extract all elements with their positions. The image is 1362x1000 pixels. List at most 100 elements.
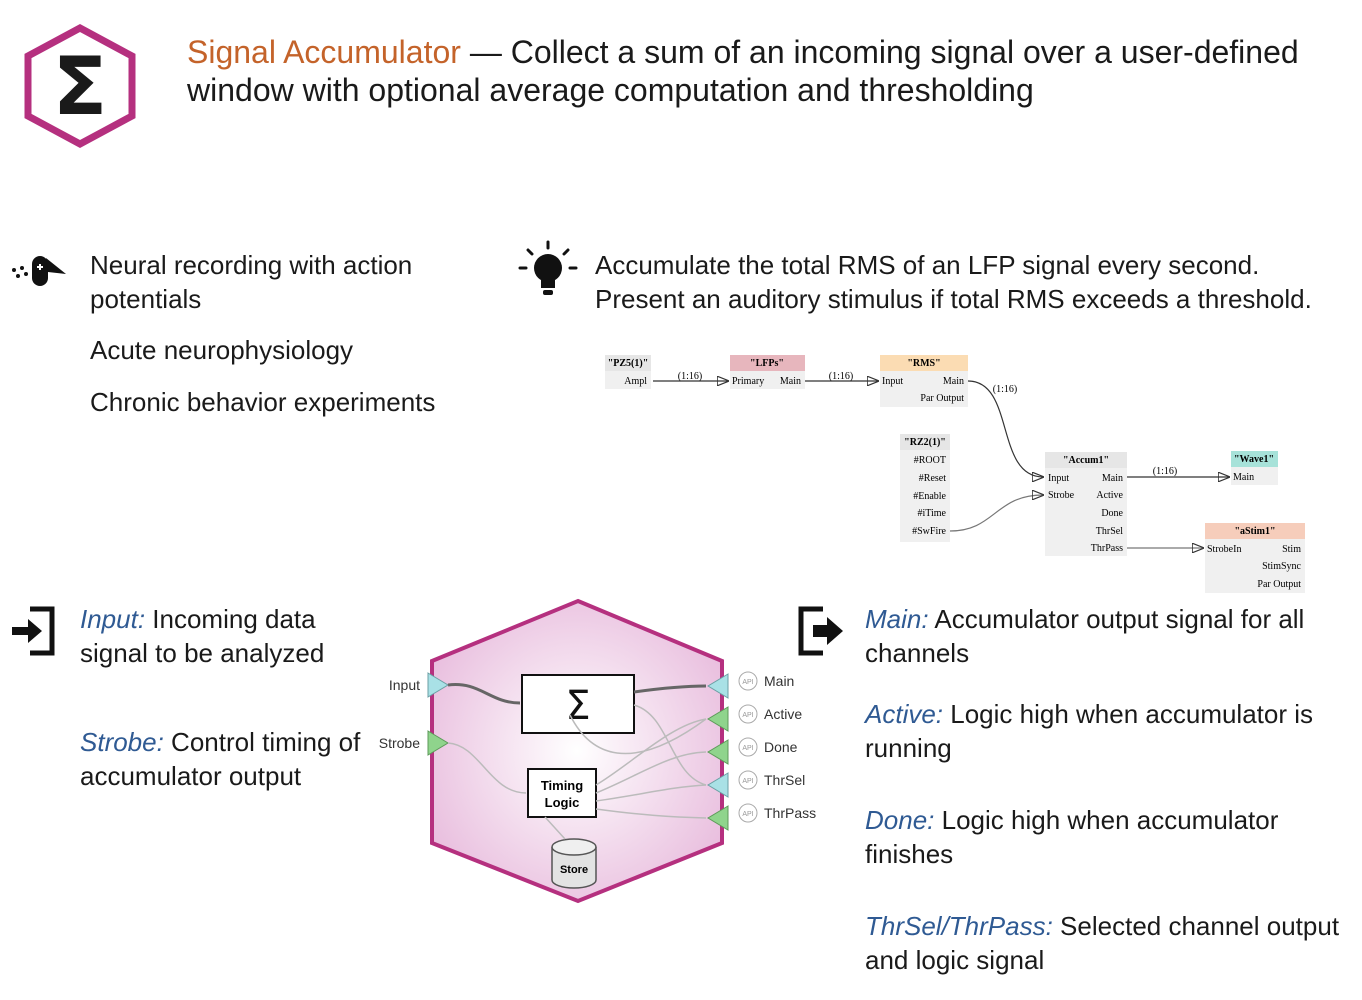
block-out-label: Active	[764, 706, 802, 722]
api-icon	[738, 671, 758, 691]
accum-title: "Accum1"	[1063, 455, 1109, 466]
lfps-node: "LFPs" Primary Main	[730, 355, 805, 389]
sigma-logo-icon: Σ	[24, 24, 136, 148]
active-key: Active:	[865, 699, 944, 729]
main-text: Accumulator output signal for all channe…	[865, 604, 1305, 668]
circuit-diagram: "PZ5(1)" Ampl "LFPs" Primary Main "RMS" …	[605, 355, 1305, 593]
done-text: Logic high when accumulator finishes	[865, 805, 1279, 869]
pz5-port: Ampl	[624, 376, 647, 387]
lfps-in: Primary	[732, 376, 764, 387]
title-description: — Collect a sum of an incoming signal ov…	[187, 34, 1299, 108]
active-port[interactable]	[707, 706, 729, 732]
wave-title: "Wave1"	[1234, 454, 1274, 465]
api-label: API	[742, 745, 753, 752]
astim-title: "aStim1"	[1234, 526, 1275, 537]
rz2-node: "RZ2(1)" #ROOT #Reset #Enable #iTime #Sw…	[900, 434, 950, 542]
thrpass-port[interactable]	[707, 805, 729, 831]
done-port[interactable]	[707, 739, 729, 765]
link-label: (1:16)	[1153, 466, 1177, 477]
thr-text: Selected channel output and logic signal	[865, 911, 1340, 975]
link-label: (1:16)	[829, 371, 853, 382]
thrsel-port[interactable]	[707, 772, 729, 798]
strobe-port[interactable]	[427, 730, 449, 756]
block-out-label: ThrPass	[764, 805, 816, 821]
rz2-port: #iTime	[917, 508, 946, 519]
api-icon	[738, 770, 758, 790]
use-case-chronic: Chronic behavior experiments	[90, 387, 436, 417]
main-key: Main:	[865, 604, 929, 634]
lfps-title: "LFPs"	[750, 358, 784, 369]
accum-out: ThrSel	[1096, 526, 1123, 537]
strobe-text: Control timing of accumulator output	[80, 727, 361, 791]
done-key: Done:	[865, 805, 935, 835]
accum-in: Strobe	[1048, 490, 1075, 501]
rms-out-main: Main	[943, 376, 964, 387]
done-description: Done: Logic high when accumulator finish…	[865, 803, 1345, 871]
astim-node: "aStim1" StrobeIn Stim StimSync Par Outp…	[1205, 523, 1305, 593]
page-title: Signal Accumulator — Collect a sum of an…	[187, 33, 1307, 109]
main-description: Main: Accumulator output signal for all …	[865, 602, 1345, 670]
store-label: Store	[560, 864, 588, 876]
input-text: Incoming data signal to be analyzed	[80, 604, 325, 668]
accum-out: Active	[1096, 490, 1123, 501]
neural-recording-icon	[12, 256, 66, 286]
input-port[interactable]	[427, 672, 449, 698]
lightbulb-icon	[518, 240, 578, 295]
link-label: (1:16)	[678, 371, 702, 382]
timing-logic-box	[527, 768, 597, 818]
pz5-node: "PZ5(1)" Ampl	[605, 355, 651, 389]
wave-in: Main	[1233, 472, 1254, 483]
rz2-port: #Enable	[913, 491, 946, 502]
use-case-acute: Acute neurophysiology	[90, 335, 354, 365]
store-cylinder: Store	[551, 838, 597, 889]
block-strobe-label: Strobe	[379, 735, 420, 751]
sigma-symbol: Σ	[565, 683, 590, 729]
thr-key: ThrSel/ThrPass:	[865, 911, 1053, 941]
title-name: Signal Accumulator	[187, 34, 461, 70]
api-icon	[738, 704, 758, 724]
input-icon	[12, 606, 55, 656]
wave-node: "Wave1" Main	[1231, 451, 1278, 485]
rz2-title: "RZ2(1)"	[904, 437, 946, 448]
use-case-neural: Neural recording with action potentials	[90, 250, 413, 314]
input-description: Input: Incoming data signal to be analyz…	[80, 602, 370, 670]
input-key: Input:	[80, 604, 146, 634]
block-out-label: Main	[764, 673, 794, 689]
example-text: Accumulate the total RMS of an LFP signa…	[595, 250, 1312, 314]
timing-label: Timing	[541, 778, 583, 793]
rms-out-par: Par Output	[920, 393, 964, 404]
accum-out: Main	[1102, 473, 1123, 484]
api-icon	[738, 803, 758, 823]
lfps-out: Main	[780, 376, 801, 387]
accum-out: ThrPass	[1091, 543, 1123, 554]
active-description: Active: Logic high when accumulator is r…	[865, 697, 1345, 765]
astim-out: Stim	[1282, 544, 1301, 555]
timing-label: Logic	[545, 795, 580, 810]
block-out-label: Done	[764, 739, 798, 755]
rz2-port: #Reset	[919, 473, 946, 484]
rms-in: Input	[882, 376, 903, 387]
api-label: API	[742, 679, 753, 686]
block-out-label: ThrSel	[764, 772, 805, 788]
rms-node: "RMS" Input Main Par Output	[880, 355, 968, 407]
svg-text:Σ: Σ	[53, 40, 108, 133]
api-label: API	[742, 811, 753, 818]
astim-out: Par Output	[1257, 579, 1301, 590]
active-text: Logic high when accumulator is running	[865, 699, 1314, 763]
accum-in: Input	[1048, 473, 1069, 484]
api-label: API	[742, 712, 753, 719]
accum-out: Done	[1101, 508, 1123, 519]
rz2-port: #ROOT	[914, 455, 946, 466]
block-input-label: Input	[389, 677, 420, 693]
astim-out: StimSync	[1262, 561, 1301, 572]
main-port[interactable]	[707, 673, 729, 699]
accumulator-block: Input Strobe Σ Timing Logic Store API AP…	[379, 598, 816, 904]
rz2-port: #SwFire	[912, 526, 946, 537]
rms-title: "RMS"	[907, 358, 940, 369]
link-label: (1:16)	[993, 384, 1017, 395]
sigma-box	[521, 674, 635, 734]
pz5-title: "PZ5(1)"	[608, 358, 649, 369]
api-icon	[738, 737, 758, 757]
output-icon	[798, 606, 843, 656]
thr-description: ThrSel/ThrPass: Selected channel output …	[865, 909, 1345, 977]
